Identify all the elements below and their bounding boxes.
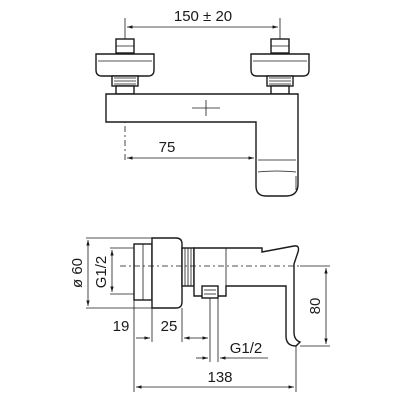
total-depth-label: 138 xyxy=(207,369,232,386)
depth-19-label: 19 xyxy=(113,318,130,335)
dimension-depths: 19 25 xyxy=(113,304,211,362)
handle-spacing-label: 150 ± 20 xyxy=(174,8,232,25)
depth-25-label: 25 xyxy=(161,318,178,335)
inlet-thread-label: G1/2 xyxy=(93,256,110,289)
dimension-outlet-thread: G1/2 xyxy=(196,298,268,362)
spout-length-label: 75 xyxy=(159,139,176,156)
right-inlet-fitting xyxy=(250,38,310,95)
height-80-label: 80 xyxy=(307,298,324,315)
side-view: ø 60 G1/2 19 25 G1/2 xyxy=(69,237,330,392)
flange-diameter-label: ø 60 xyxy=(69,258,86,288)
dimension-spout-length: 75 xyxy=(127,122,257,165)
top-view: 150 ± 20 xyxy=(95,8,310,197)
dimension-inlet-thread: G1/2 xyxy=(93,247,134,295)
dimension-flange-diameter: ø 60 xyxy=(69,237,152,309)
dimension-handle-spacing: 150 ± 20 xyxy=(124,8,281,42)
wall-flange xyxy=(133,237,183,309)
mixer-body-top xyxy=(105,93,299,197)
inlet-fitting-side xyxy=(181,247,195,287)
mixer-body-side xyxy=(193,245,302,347)
dimension-total-depth: 138 xyxy=(133,300,297,392)
dimension-height: 80 xyxy=(300,265,330,347)
outlet-thread-label: G1/2 xyxy=(230,340,263,357)
left-inlet-fitting xyxy=(95,38,155,95)
